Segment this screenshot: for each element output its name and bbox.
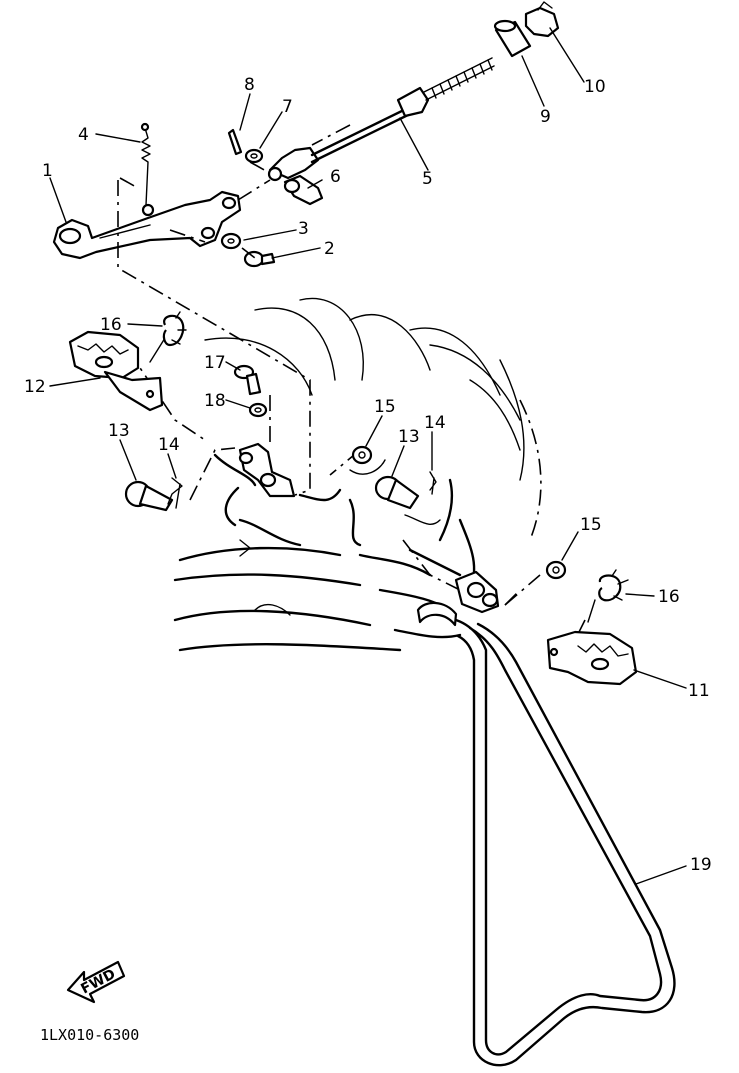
callout-15-left: 15	[374, 397, 396, 417]
fwd-label: FWD	[78, 966, 118, 997]
callout-14-right: 14	[424, 413, 446, 433]
callout-13-right: 13	[398, 427, 420, 447]
callout-1: 1	[42, 161, 53, 181]
footrest-bracket-right	[454, 570, 500, 614]
cotter-pin-14-right	[429, 471, 437, 495]
callout-19: 19	[690, 855, 712, 875]
stand	[416, 601, 676, 1067]
callout-14-left: 14	[158, 435, 180, 455]
callout-18: 18	[204, 391, 226, 411]
callout-11: 11	[688, 681, 710, 701]
frame-outline	[173, 297, 542, 652]
cotter-pin-14-left	[167, 477, 183, 509]
bolt-2	[243, 250, 276, 268]
callout-5: 5	[422, 169, 433, 189]
rod-adjuster	[493, 19, 532, 58]
clevis-pin	[283, 174, 324, 206]
bolt-17	[233, 364, 262, 396]
footrest-left	[68, 330, 164, 412]
brake-rod	[267, 57, 495, 182]
callout-2: 2	[324, 239, 335, 259]
callout-9: 9	[540, 107, 551, 127]
callout-15-right: 15	[580, 515, 602, 535]
callout-16-right: 16	[658, 587, 680, 607]
callout-4: 4	[78, 125, 89, 145]
assembly-lines	[117, 124, 586, 641]
nut-18	[248, 402, 268, 418]
washer-3	[220, 232, 242, 250]
washer-15-left	[351, 445, 373, 465]
drawing-code: 1LX010-6300	[40, 1026, 139, 1044]
footrest-spring-left	[149, 311, 187, 363]
brake-pedal	[52, 190, 242, 260]
callouts: 1 2 3 4 5 6 7 8 9 10 11 12 13 13 14 14 1…	[24, 75, 712, 875]
pin-13-right	[374, 475, 420, 510]
pedal-spring	[140, 122, 151, 206]
footrest-bracket-left	[238, 442, 296, 498]
washer-15-right	[545, 560, 567, 580]
leader-lines	[49, 27, 687, 885]
cotter-pin	[227, 128, 243, 156]
callout-6: 6	[330, 167, 341, 187]
callout-10: 10	[584, 77, 606, 97]
callout-12: 12	[24, 377, 46, 397]
wing-nut	[524, 1, 560, 38]
callout-7: 7	[282, 97, 293, 117]
callout-13-left: 13	[108, 421, 130, 441]
forward-arrow-icon: FWD	[66, 960, 126, 1004]
footrest-right	[546, 630, 638, 686]
callout-16-left: 16	[100, 315, 122, 335]
callout-17: 17	[204, 353, 226, 373]
callout-3: 3	[298, 219, 309, 239]
nut-7	[244, 148, 264, 164]
callout-8: 8	[244, 75, 255, 95]
footrest-spring-right	[587, 569, 629, 623]
pin-13-left	[124, 480, 174, 512]
